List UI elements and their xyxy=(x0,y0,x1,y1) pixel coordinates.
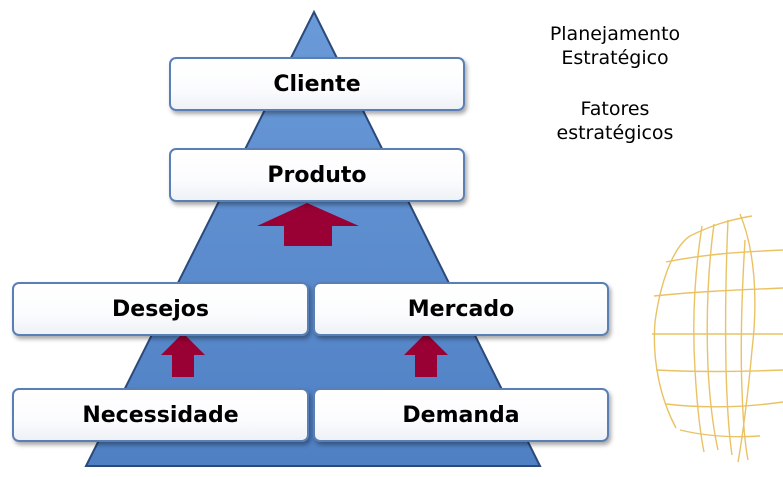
box-label-cliente: Cliente xyxy=(273,71,361,97)
arrow-up-right xyxy=(404,333,448,377)
box-desejos: Desejos xyxy=(12,282,309,336)
box-produto: Produto xyxy=(169,148,465,202)
box-label-desejos: Desejos xyxy=(112,296,209,322)
annotation-line-1: Planejamento xyxy=(549,23,681,45)
annotation-line-4: estratégicos xyxy=(556,122,674,144)
globe-watermark-icon xyxy=(652,213,783,463)
arrow-up-left xyxy=(161,333,205,377)
arrow-up-center xyxy=(257,203,359,246)
box-label-mercado: Mercado xyxy=(407,296,515,322)
annotation-line-2: Estratégico xyxy=(561,47,669,69)
box-label-demanda: Demanda xyxy=(402,402,520,428)
box-necessidade: Necessidade xyxy=(12,388,309,442)
box-cliente: Cliente xyxy=(169,57,465,111)
box-label-produto: Produto xyxy=(267,162,367,188)
box-demanda: Demanda xyxy=(313,388,609,442)
box-label-necessidade: Necessidade xyxy=(82,402,239,428)
annotation-planejamento: Planejamento Estratégico xyxy=(520,22,710,70)
annotation-line-3: Fatores xyxy=(580,98,650,120)
annotation-fatores: Fatores estratégicos xyxy=(520,97,710,145)
box-mercado: Mercado xyxy=(313,282,609,336)
